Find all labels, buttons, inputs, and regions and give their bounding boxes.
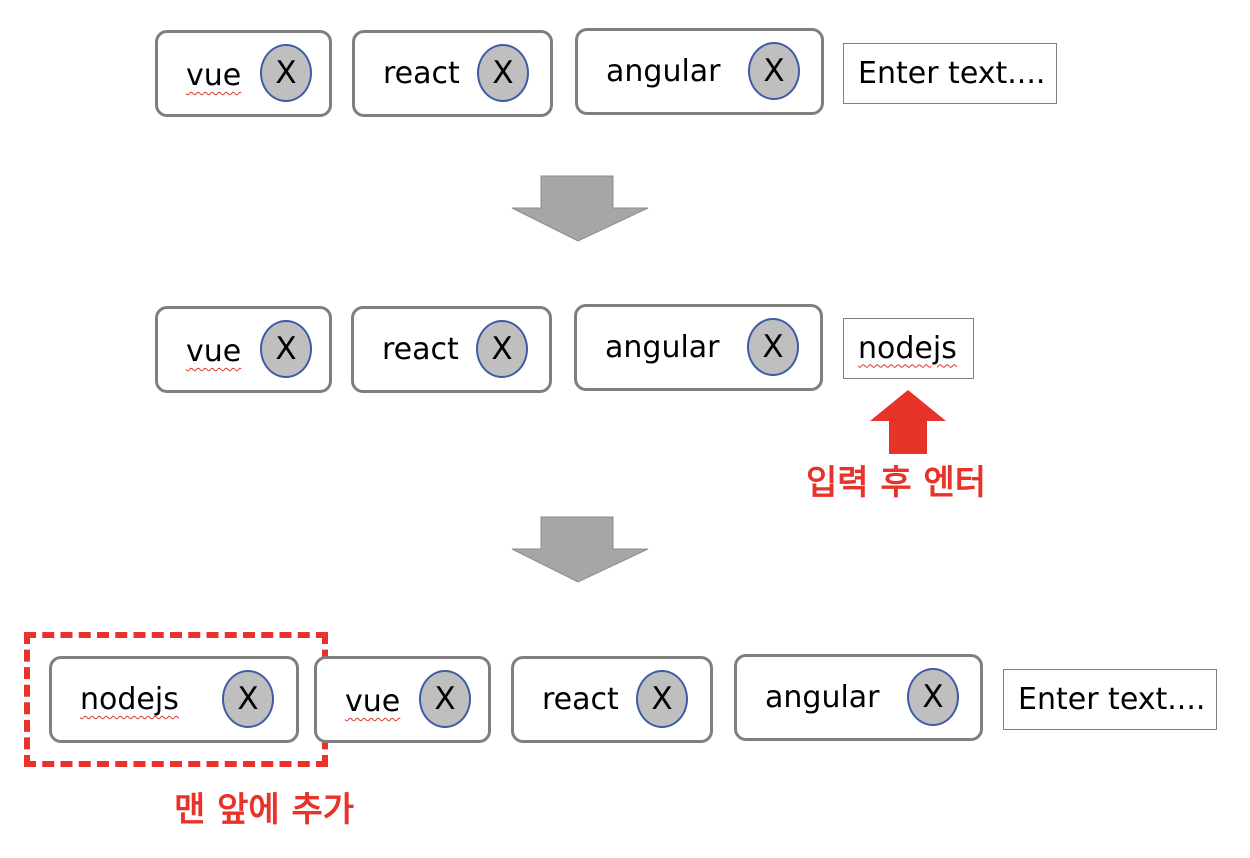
- input-placeholder: Enter text....: [858, 55, 1046, 91]
- tag-label: angular: [605, 330, 720, 365]
- tag-label: angular: [606, 54, 721, 89]
- close-icon: X: [762, 328, 784, 365]
- tag-label: react: [382, 332, 459, 367]
- tag-label: vue: [186, 334, 242, 369]
- tag-chip: vue X: [314, 656, 491, 743]
- tag-chip: vue X: [155, 30, 332, 117]
- tag-chip: react X: [352, 30, 553, 117]
- tag-label: vue: [345, 684, 401, 719]
- tag-chip: angular X: [574, 304, 823, 391]
- remove-tag-button[interactable]: X: [747, 318, 799, 376]
- close-icon: X: [492, 54, 514, 91]
- close-icon: X: [651, 680, 673, 717]
- close-icon: X: [237, 680, 259, 717]
- tag-label: vue: [186, 58, 242, 93]
- tag-text-input[interactable]: nodejs: [843, 318, 974, 379]
- remove-tag-button[interactable]: X: [260, 320, 312, 378]
- tag-label: react: [542, 682, 619, 717]
- close-icon: X: [434, 680, 456, 717]
- tag-text-input[interactable]: Enter text....: [843, 43, 1057, 104]
- tag-label: react: [383, 56, 460, 91]
- remove-tag-button[interactable]: X: [477, 44, 529, 102]
- close-icon: X: [491, 330, 513, 367]
- tag-chip: react X: [351, 306, 552, 393]
- remove-tag-button[interactable]: X: [260, 44, 312, 102]
- input-value: nodejs: [858, 330, 957, 366]
- remove-tag-button[interactable]: X: [748, 42, 800, 100]
- tag-chip: react X: [511, 656, 713, 743]
- close-icon: X: [275, 54, 297, 91]
- remove-tag-button[interactable]: X: [476, 320, 528, 378]
- annotation-enter: 입력 후 엔터: [806, 463, 987, 503]
- down-arrow-icon: [511, 175, 649, 242]
- annotation-prepend: 맨 앞에 추가: [174, 790, 355, 830]
- tag-label: nodejs: [80, 682, 179, 717]
- remove-tag-button[interactable]: X: [222, 670, 274, 728]
- remove-tag-button[interactable]: X: [907, 668, 959, 726]
- tag-label: angular: [765, 680, 880, 715]
- remove-tag-button[interactable]: X: [419, 670, 471, 728]
- tag-chip: vue X: [155, 306, 332, 393]
- tag-chip: angular X: [734, 654, 983, 741]
- down-arrow-icon: [511, 516, 649, 583]
- tag-chip: nodejs X: [49, 656, 299, 743]
- tag-text-input[interactable]: Enter text....: [1003, 669, 1217, 730]
- up-arrow-icon: [870, 390, 946, 454]
- input-placeholder: Enter text....: [1018, 681, 1206, 717]
- tag-chip: angular X: [575, 28, 824, 115]
- remove-tag-button[interactable]: X: [636, 670, 688, 728]
- close-icon: X: [275, 330, 297, 367]
- close-icon: X: [922, 678, 944, 715]
- close-icon: X: [763, 52, 785, 89]
